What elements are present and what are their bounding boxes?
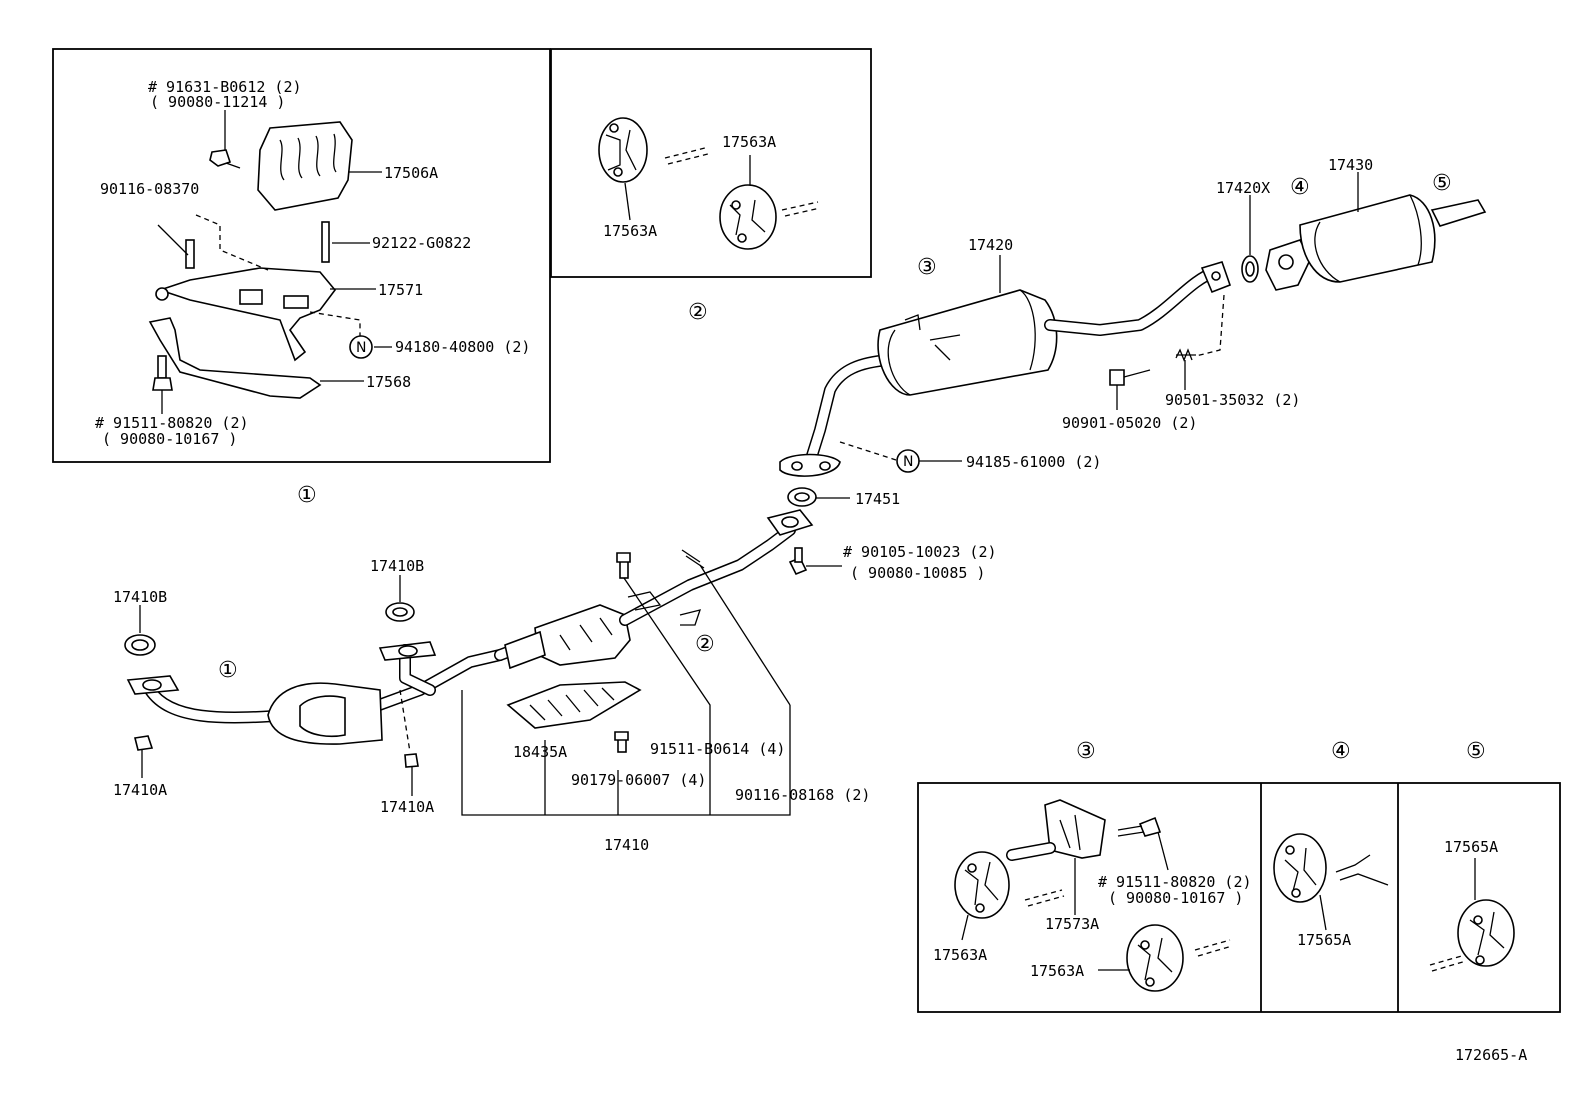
- label-90105: # 90105-10023 (2): [843, 543, 997, 561]
- label-box3-91511: # 91511-80820 (2): [1098, 873, 1252, 891]
- diagram-id: 172665-A: [1455, 1046, 1527, 1064]
- n-mark-icon: N: [356, 340, 366, 356]
- label-17430: 17430: [1328, 156, 1373, 174]
- callout-5-box: ⑤: [1466, 739, 1486, 764]
- label-90901: 90901-05020 (2): [1062, 414, 1197, 432]
- label-94180: 94180-40800 (2): [395, 338, 530, 356]
- label-94185: 94185-61000 (2): [966, 453, 1101, 471]
- heat-insulator-assembly: [148, 110, 392, 414]
- label-90179: 90179-06007 (4): [571, 771, 706, 789]
- callout-3-main: ③: [917, 255, 937, 280]
- callout-5-main: ⑤: [1432, 171, 1452, 196]
- label-17420X: 17420X: [1216, 179, 1270, 197]
- label-91511-80820: # 91511-80820 (2): [95, 414, 249, 432]
- label-17571: 17571: [378, 281, 423, 299]
- label-17506A: 17506A: [384, 164, 438, 182]
- label-90116-08168: 90116-08168 (2): [735, 786, 870, 804]
- label-box5-17565A: 17565A: [1444, 838, 1498, 856]
- label-92122: 92122-G0822: [372, 234, 471, 252]
- label-91631: # 91631-B0612 (2): [148, 78, 302, 96]
- label-17410A-left: 17410A: [113, 781, 167, 799]
- label-17410B-upper: 17410B: [370, 557, 424, 575]
- label-box4-17565A: 17565A: [1297, 931, 1351, 949]
- callout-4-main: ④: [1290, 175, 1310, 200]
- label-90116-08370: 90116-08370: [100, 180, 199, 198]
- label-box3-17563A-b: 17563A: [1030, 962, 1084, 980]
- label-90080-10085: ( 90080-10085 ): [850, 564, 985, 582]
- label-17420: 17420: [968, 236, 1013, 254]
- label-box3-90080: ( 90080-10167 ): [1108, 889, 1243, 907]
- label-91511-B0614: 91511-B0614 (4): [650, 740, 785, 758]
- label-18435A: 18435A: [513, 743, 567, 761]
- label-box3-17563A-a: 17563A: [933, 946, 987, 964]
- label-17410: 17410: [604, 836, 649, 854]
- label-17568: 17568: [366, 373, 411, 391]
- hanger-box-4: [1273, 833, 1389, 931]
- hanger-box-5: [1429, 858, 1515, 972]
- label-17451: 17451: [855, 490, 900, 508]
- hanger-box-3: [954, 799, 1233, 992]
- detail-box-2: [550, 48, 872, 278]
- label-17410A-right: 17410A: [380, 798, 434, 816]
- n-mark-icon-2: N: [903, 454, 913, 470]
- label-17573A: 17573A: [1045, 915, 1099, 933]
- exhaust-system: [124, 172, 1487, 816]
- label-90080-11214: ( 90080-11214 ): [150, 93, 285, 111]
- label-box2-17563A-b: 17563A: [603, 222, 657, 240]
- detail-box-1: [52, 48, 551, 463]
- callout-2-box: ②: [688, 300, 708, 325]
- callout-1-main: ①: [218, 658, 238, 683]
- label-90080-10167: ( 90080-10167 ): [102, 430, 237, 448]
- detail-box-345: [917, 782, 1561, 1013]
- label-90501: 90501-35032 (2): [1165, 391, 1300, 409]
- callout-4-box: ④: [1331, 739, 1351, 764]
- label-17410B-left: 17410B: [113, 588, 167, 606]
- callout-3-box: ③: [1076, 739, 1096, 764]
- hanger-box-2: [598, 117, 821, 250]
- label-box2-17563A-a: 17563A: [722, 133, 776, 151]
- callout-2-main: ②: [695, 632, 715, 657]
- callout-1: ①: [297, 483, 317, 508]
